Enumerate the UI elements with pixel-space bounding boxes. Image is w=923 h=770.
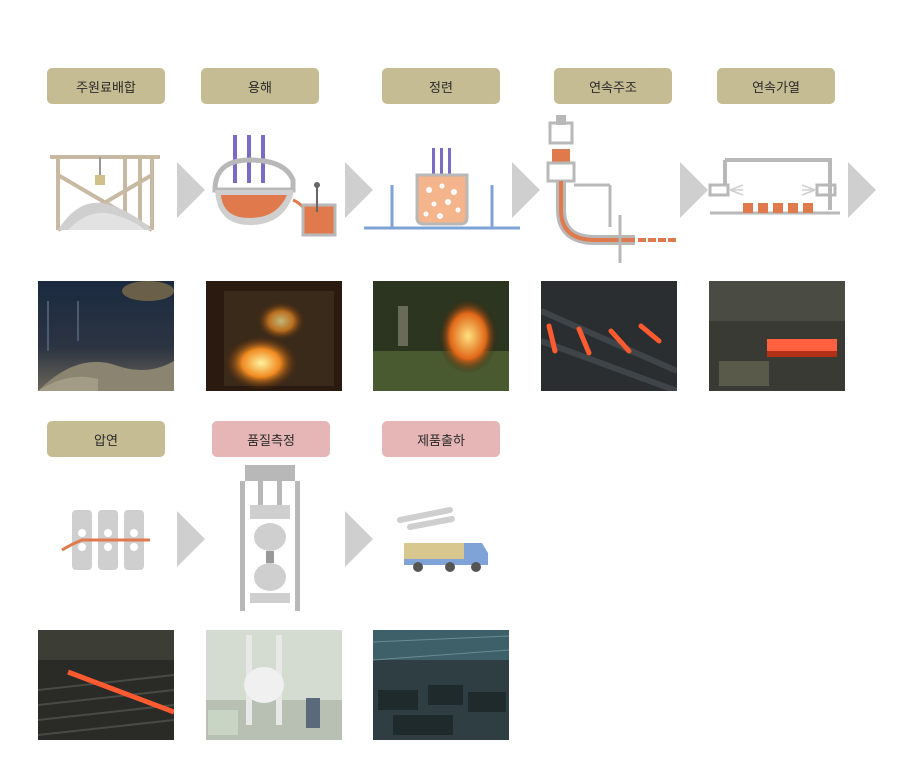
- flow-arrow-icon: [345, 511, 375, 567]
- step-label-rolling: 압연: [47, 421, 165, 457]
- flow-arrow-icon: [345, 162, 375, 218]
- continuous-casting-photo: [541, 281, 677, 391]
- quality-lab-photo: [206, 630, 342, 740]
- step-label-raw-material-mixing: 주원료배합: [47, 68, 165, 104]
- step-label-refining: 정련: [382, 68, 500, 104]
- flow-arrow-icon: [177, 511, 207, 567]
- step-label-product-shipping: 제품출하: [382, 421, 500, 457]
- melting-furnace-photo: [206, 281, 342, 391]
- reheating-furnace-illustration: [705, 145, 875, 285]
- warehouse-photo: [373, 630, 509, 740]
- rolling-photo: [38, 630, 174, 740]
- rolling-mill-illustration: [60, 505, 230, 645]
- continuous-caster-illustration: [540, 115, 710, 263]
- flow-arrow-icon: [177, 162, 207, 218]
- continuous-heating-photo: [709, 281, 845, 391]
- scrap-yard-illustration: [40, 135, 210, 275]
- flow-arrow-icon: [848, 162, 878, 218]
- step-label-melting: 용해: [201, 68, 319, 104]
- step-label-continuous-heating: 연속가열: [717, 68, 835, 104]
- scrap-yard-photo: [38, 281, 174, 391]
- ladle-refining-illustration: [362, 140, 532, 280]
- shipping-truck-illustration: [390, 505, 560, 645]
- arc-furnace-illustration: [205, 130, 375, 270]
- step-label-quality-measurement: 품질측정: [212, 421, 330, 457]
- tensile-tester-illustration: [230, 465, 400, 611]
- flow-arrow-icon: [512, 162, 542, 218]
- refining-photo: [373, 281, 509, 391]
- flow-arrow-icon: [680, 162, 710, 218]
- step-label-continuous-casting: 연속주조: [554, 68, 672, 104]
